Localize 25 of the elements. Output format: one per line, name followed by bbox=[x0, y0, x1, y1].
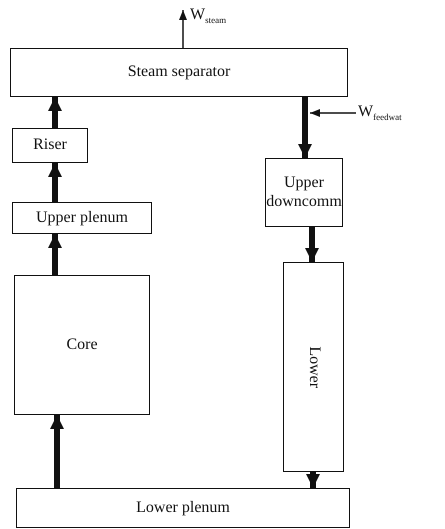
box-label: Lower bbox=[304, 346, 323, 388]
process-box bbox=[265, 158, 343, 227]
flow-label: W$_{feedwat}$ bbox=[358, 103, 402, 123]
arrow bbox=[179, 10, 187, 48]
flow-label: W$_{steam}$ bbox=[190, 6, 226, 26]
box-label: Steam separator bbox=[128, 63, 230, 82]
arrow bbox=[50, 415, 64, 488]
process-box bbox=[14, 275, 150, 415]
arrow bbox=[298, 97, 312, 158]
arrow bbox=[48, 234, 62, 275]
arrow bbox=[48, 97, 62, 128]
arrow bbox=[306, 472, 320, 488]
arrow bbox=[310, 109, 356, 117]
box-label: Upper plenum bbox=[36, 208, 128, 228]
process-box bbox=[10, 48, 348, 97]
box-label: Upper downcomm bbox=[266, 174, 342, 211]
box-label: Core bbox=[66, 336, 98, 354]
box-label: Riser bbox=[33, 136, 67, 155]
process-box bbox=[16, 488, 350, 528]
process-box bbox=[12, 202, 152, 234]
arrow bbox=[305, 227, 319, 262]
box-label: Lower plenum bbox=[136, 498, 230, 518]
arrow bbox=[48, 163, 62, 202]
process-box bbox=[283, 262, 344, 472]
process-box bbox=[12, 128, 88, 163]
